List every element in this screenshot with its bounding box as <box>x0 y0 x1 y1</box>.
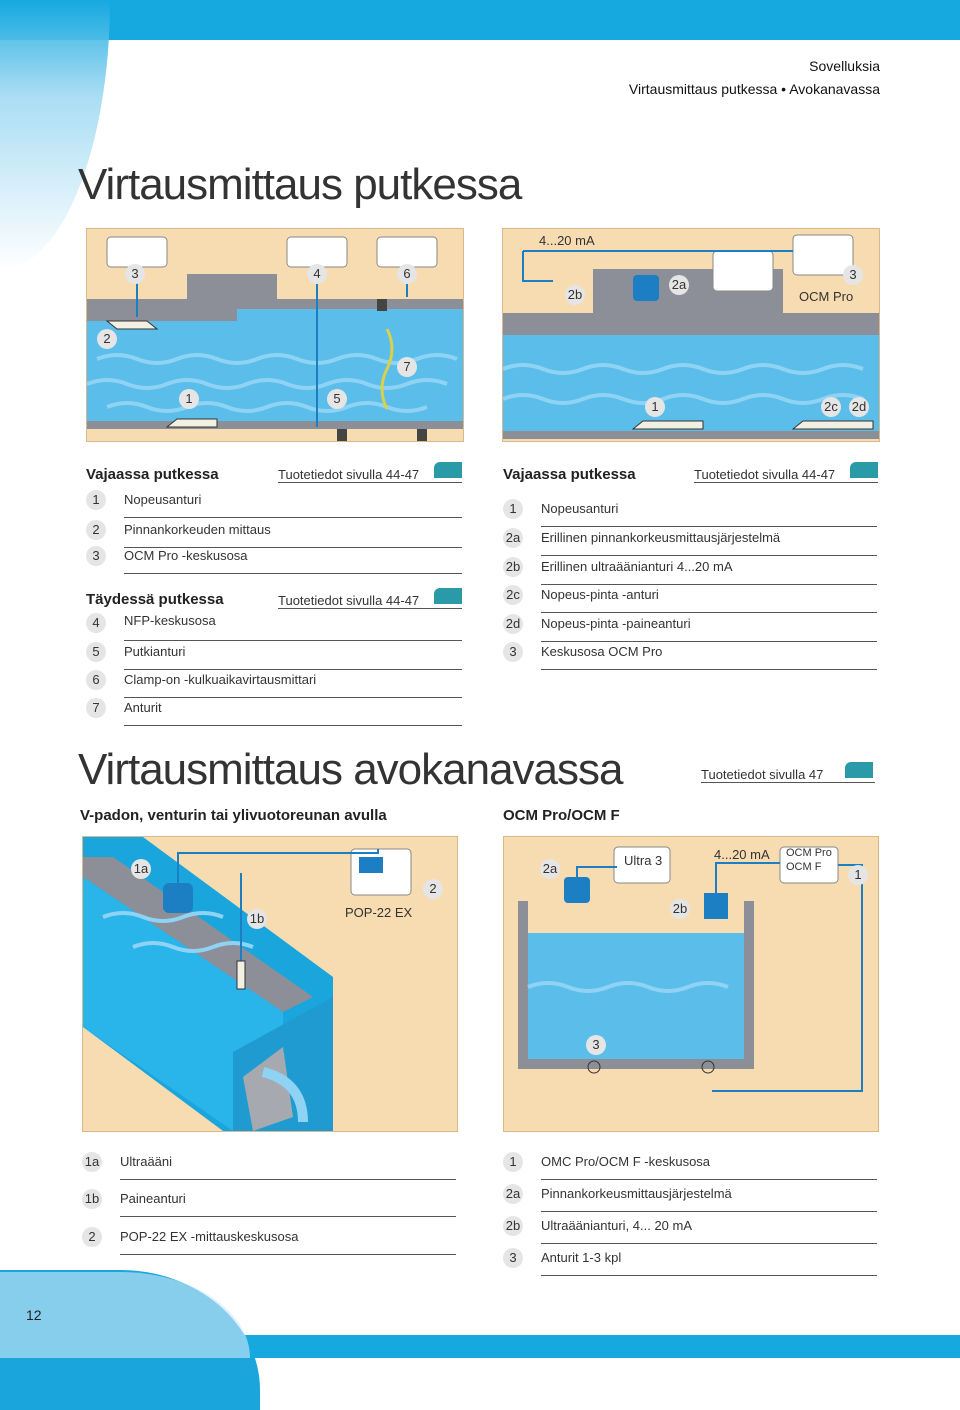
list-item: 1 Nopeusanturi <box>86 490 462 518</box>
callout-2a: 2a <box>669 275 689 295</box>
list-item: 1 Nopeusanturi <box>503 499 877 527</box>
callout-2-weir: 2 <box>423 879 443 899</box>
page-title: Virtausmittaus putkessa <box>78 160 522 209</box>
list-item: 2a Erillinen pinnankorkeusmittausjärjest… <box>503 528 877 556</box>
list-item: 3 Anturit 1-3 kpl <box>503 1248 877 1276</box>
callout-3-ocm: 3 <box>586 1035 606 1055</box>
callout-2d: 2d <box>849 397 869 417</box>
list-item: 1b Paineanturi <box>82 1189 456 1217</box>
callout-1b: 1b <box>247 909 267 929</box>
callout-1-ocm: 1 <box>848 865 868 885</box>
page-ref-icon <box>434 462 462 478</box>
ocm-channel-svg <box>518 846 863 1092</box>
open-channel-ref: Tuotetiedot sivulla 47 <box>701 767 875 783</box>
page-number: 12 <box>26 1307 42 1323</box>
callout-5: 5 <box>327 389 347 409</box>
open-channel-subtitle-right: OCM Pro/OCM F <box>503 807 620 824</box>
ultra3-label: Ultra 3 <box>624 853 663 868</box>
list-item: 2d Nopeus-pinta -paineanturi <box>503 614 877 642</box>
callout-2a-ocm: 2a <box>540 859 560 879</box>
section-title-open-channel: Virtausmittaus avokanavassa <box>78 745 623 794</box>
footer-bar <box>240 1335 960 1358</box>
diagram-partial-pipe: 4...20 mA 3 2b 2a OCM Pro 1 2c 2d <box>502 228 880 442</box>
list-item: 2b Erillinen ultraäänianturi 4...20 mA <box>503 557 877 585</box>
callout-2: 2 <box>97 329 117 349</box>
diagram-partial-full-pipe: 3 4 6 2 7 1 5 <box>86 228 464 442</box>
pop22-label: POP-22 EX <box>345 905 413 920</box>
callout-7: 7 <box>397 357 417 377</box>
list-item: 7 Anturit <box>86 698 462 726</box>
list-item: 5 Putkianturi <box>86 642 462 670</box>
diagram-weir: 1a 1b POP-22 EX 2 <box>82 836 458 1132</box>
callout-3-right: 3 <box>843 265 863 285</box>
ocm-f-label: OCM F <box>786 861 822 873</box>
left-list-title-2: Täydessä putkessa <box>86 591 224 608</box>
current-loop-label-ocm: 4...20 mA <box>714 847 770 862</box>
list-item: 6 Clamp-on -kulkuaikavirtausmittari <box>86 670 462 698</box>
page-ref-icon <box>850 462 878 478</box>
right-list-ref: Tuotetiedot sivulla 44-47 <box>694 467 878 483</box>
ocm-pro-label: OCM Pro <box>799 289 854 304</box>
weir-svg <box>83 837 412 1131</box>
open-channel-subtitle-left: V-padon, venturin tai ylivuotoreunan avu… <box>80 807 387 824</box>
list-item: 2a Pinnankorkeusmittausjärjestelmä <box>503 1184 877 1212</box>
callout-1: 1 <box>179 389 199 409</box>
callout-4: 4 <box>307 264 327 284</box>
page-ref-icon <box>434 588 462 604</box>
list-item: 1 OMC Pro/OCM F -keskusosa <box>503 1152 877 1180</box>
list-item: 2c Nopeus-pinta -anturi <box>503 585 877 613</box>
callout-6: 6 <box>397 264 417 284</box>
pipe-diagram-svg <box>87 236 463 441</box>
left-list-ref: Tuotetiedot sivulla 44-47 <box>278 467 462 483</box>
header-section: Sovelluksia <box>809 58 880 74</box>
left-list-title: Vajaassa putkessa <box>86 466 219 483</box>
diagram-ocm-channel: 2a Ultra 3 4...20 mA OCM Pro OCM F 1 2b … <box>503 836 879 1132</box>
callout-3: 3 <box>125 264 145 284</box>
top-blue-bar <box>0 0 960 40</box>
callout-2b-ocm: 2b <box>670 899 690 919</box>
list-item: 2 POP-22 EX -mittauskeskusosa <box>82 1227 456 1255</box>
page-ref-icon <box>845 762 873 778</box>
list-item: 2 Pinnankorkeuden mittaus <box>86 520 462 548</box>
list-item: 4 NFP-keskusosa <box>86 613 462 641</box>
right-list-title: Vajaassa putkessa <box>503 466 636 483</box>
partial-pipe-svg <box>503 234 879 439</box>
header-subsection: Virtausmittaus putkessa • Avokanavassa <box>628 81 880 97</box>
current-loop-label: 4...20 mA <box>539 233 595 248</box>
callout-1-right: 1 <box>645 397 665 417</box>
list-item: 1a Ultraääni <box>82 1152 456 1180</box>
callout-1a: 1a <box>131 859 151 879</box>
list-item: 3 OCM Pro -keskusosa <box>86 546 462 574</box>
left-list-ref-2: Tuotetiedot sivulla 44-47 <box>278 593 462 609</box>
list-item: 3 Keskusosa OCM Pro <box>503 642 877 670</box>
list-item: 2b Ultraäänianturi, 4... 20 mA <box>503 1216 877 1244</box>
callout-2b: 2b <box>565 285 585 305</box>
callout-2c: 2c <box>821 397 841 417</box>
ocm-pro-label-ocm: OCM Pro <box>786 847 832 859</box>
